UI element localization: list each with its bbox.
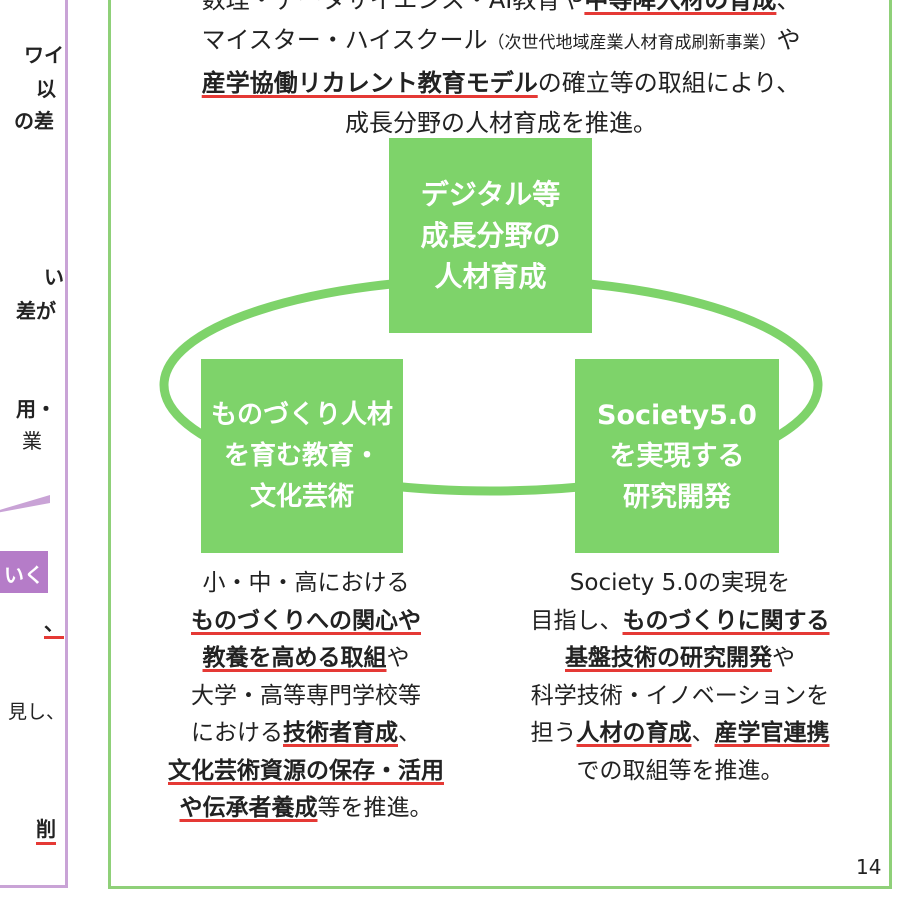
desc-line: における技術者育成、 — [118, 715, 494, 753]
intro-highlight: 中等降入材の育成 — [584, 0, 777, 14]
desc-line: 目指し、ものづくりに関する — [494, 603, 866, 641]
left-fragment: 以 — [36, 77, 56, 101]
intro-line-2: マイスター・ハイスクール（次世代地域産業人材育成刷新事業）や — [110, 20, 892, 63]
box-monozukuri-education: ものづくり人材 を育む教育・ 文化芸術 — [201, 359, 403, 553]
desc-line: や伝承者養成等を推進。 — [118, 790, 494, 828]
desc-highlight: 基盤技術の研究開発 — [565, 645, 772, 671]
desc-line: ものづくりへの関心や — [118, 603, 494, 641]
intro-line-1: 数理・データサイエンス・AI教育や中等降入材の育成、 — [110, 0, 892, 20]
desc-text-run: や — [772, 645, 795, 671]
left-fragment: 差が — [16, 299, 56, 323]
left-tab-label: いく — [4, 563, 44, 587]
desc-line: Society 5.0の実現を — [569, 570, 791, 596]
desc-line: 教養を高める取組や — [118, 640, 494, 678]
box-society-rd: Society5.0 を実現する 研究開発 — [575, 359, 779, 553]
desc-highlight: 教養を高める取組 — [202, 645, 387, 671]
desc-highlight: 文化芸術資源の保存・活用 — [168, 757, 444, 784]
left-fragment: 削 — [36, 813, 56, 845]
left-fragment: 見し、 — [8, 701, 66, 723]
intro-line-3: 産学協働リカレント教育モデルの確立等の取組により、 — [110, 63, 892, 103]
left-panel: ワイ 以 の差 い 差が 用・ 業 いく 、 見し、 削 — [0, 0, 68, 888]
left-description: 小・中・高における ものづくりへの関心や 教養を高める取組や 大学・高等専門学校… — [118, 565, 494, 828]
main-frame — [108, 0, 892, 889]
desc-text-run: 等を推進。 — [317, 795, 433, 821]
left-fragment: い — [44, 265, 64, 289]
intro-text-run: 数理・データサイエンス・AI教育や — [201, 0, 585, 14]
desc-line: 基盤技術の研究開発や — [494, 640, 866, 678]
box-label-line: 成長分野の — [420, 219, 561, 252]
left-fragment: 、 — [44, 607, 64, 639]
desc-highlight: 産学官連携 — [714, 720, 830, 746]
box-label-line: デジタル等 — [420, 178, 561, 211]
intro-highlight: 産学協働リカレント教育モデル — [201, 69, 538, 97]
desc-highlight: 技術者育成 — [283, 720, 398, 746]
desc-highlight: や伝承者養成 — [179, 795, 318, 821]
intro-text-run: や — [776, 26, 801, 54]
desc-text-run: や — [386, 645, 410, 671]
intro-small-note: （次世代地域産業人材育成刷新事業） — [487, 33, 777, 53]
left-fragment: 業 — [22, 429, 42, 453]
intro-text-run: の確立等の取組により、 — [537, 69, 801, 97]
intro-line-4: 成長分野の人材育成を推進。 — [345, 109, 657, 137]
page-number: 14 — [856, 855, 882, 879]
intro-text: 数理・データサイエンス・AI教育や中等降入材の育成、 マイスター・ハイスクール（… — [110, 0, 892, 143]
intro-text-run: マイスター・ハイスクール — [201, 26, 488, 54]
left-fragment: の差 — [14, 109, 54, 133]
box-label-line: 研究開発 — [623, 481, 731, 513]
box-label-line: を実現する — [609, 440, 745, 472]
desc-line: 科学技術・イノベーションを — [530, 682, 830, 709]
desc-line: 大学・高等専門学校等 — [191, 682, 421, 709]
desc-text-run: における — [191, 720, 283, 746]
desc-line: での取組等を推進。 — [576, 757, 784, 784]
desc-line: 小・中・高における — [202, 570, 410, 596]
desc-text-run: 目指し、 — [530, 607, 623, 634]
right-description: Society 5.0の実現を 目指し、ものづくりに関する 基盤技術の研究開発や… — [494, 565, 866, 790]
box-label-line: を育む教育・ — [223, 440, 380, 471]
left-fragment: 用・ — [16, 397, 56, 421]
box-label-line: 人材育成 — [434, 260, 547, 293]
desc-text-run: 、 — [691, 720, 715, 746]
desc-highlight: ものづくりへの関心や — [191, 607, 421, 634]
left-section-tab: いく — [0, 551, 48, 593]
box-digital-growth: デジタル等 成長分野の 人材育成 — [389, 138, 592, 333]
box-label-line: ものづくり人材 — [210, 399, 393, 430]
desc-line: 担う人材の育成、産学官連携 — [494, 715, 866, 753]
desc-highlight: ものづくりに関する — [622, 607, 830, 634]
desc-text-run: 担う — [530, 720, 577, 746]
desc-line: 文化芸術資源の保存・活用 — [118, 753, 494, 791]
divider-arrow — [0, 495, 50, 513]
desc-highlight: 人材の育成 — [576, 720, 692, 746]
intro-text-run: 、 — [776, 0, 801, 14]
desc-text-run: 、 — [398, 720, 421, 746]
box-label-line: Society5.0 — [597, 399, 757, 431]
left-fragment: ワイ — [24, 43, 64, 67]
box-label-line: 文化芸術 — [249, 481, 354, 512]
